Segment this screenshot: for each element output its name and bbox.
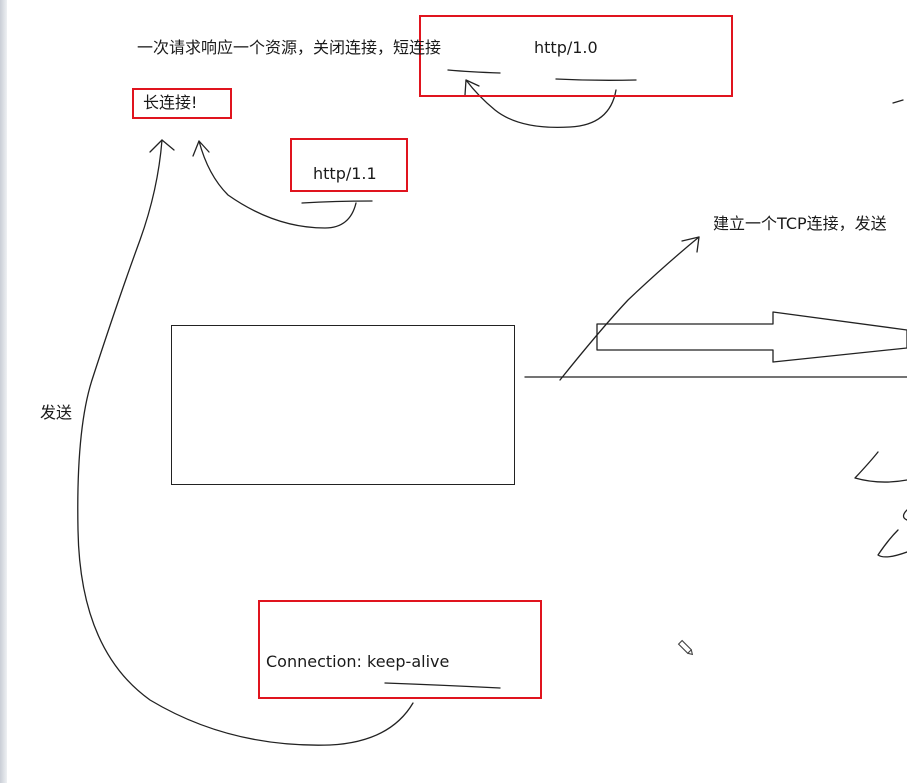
long-connection-label: 长连接! xyxy=(143,93,198,112)
short-connection-note: 一次请求响应一个资源，关闭连接，短连接 xyxy=(137,38,442,57)
arrow-to-tcp-note xyxy=(559,236,700,381)
underline-http11 xyxy=(301,200,373,204)
right-arrow-stroke-1 xyxy=(854,451,907,483)
http11-label: http/1.1 xyxy=(313,164,377,183)
keep-alive-header: Connection: keep-alive xyxy=(266,652,450,671)
underline-short-connection xyxy=(447,69,501,74)
block-arrow xyxy=(596,311,907,363)
underline-http10 xyxy=(555,78,637,81)
right-arrow-stroke-3 xyxy=(877,529,907,558)
right-arrow-stroke-2 xyxy=(902,509,907,521)
highlight-box-http10 xyxy=(419,15,733,97)
arrowhead-to-tcp-note xyxy=(681,236,700,253)
arrowhead-http11-to-long xyxy=(192,140,210,157)
highlight-box-http11 xyxy=(290,138,408,192)
send-label: 发送 xyxy=(40,403,73,422)
arrow-http11-to-long xyxy=(198,140,357,229)
highlight-box-long-connection xyxy=(132,88,232,119)
underline-keep-alive xyxy=(384,682,501,689)
window-left-edge xyxy=(0,0,7,783)
arrow-keepalive-to-long xyxy=(77,139,414,746)
highlight-box-keep-alive xyxy=(258,600,542,699)
client-box xyxy=(171,325,515,485)
right-edge-mark xyxy=(892,99,904,104)
pencil-cursor-icon xyxy=(677,639,694,656)
arrowhead-keepalive-to-long xyxy=(149,139,175,153)
http10-label: http/1.0 xyxy=(534,38,598,57)
tcp-connection-note: 建立一个TCP连接，发送 xyxy=(713,214,887,233)
arrowhead-http10-to-short xyxy=(464,79,480,96)
